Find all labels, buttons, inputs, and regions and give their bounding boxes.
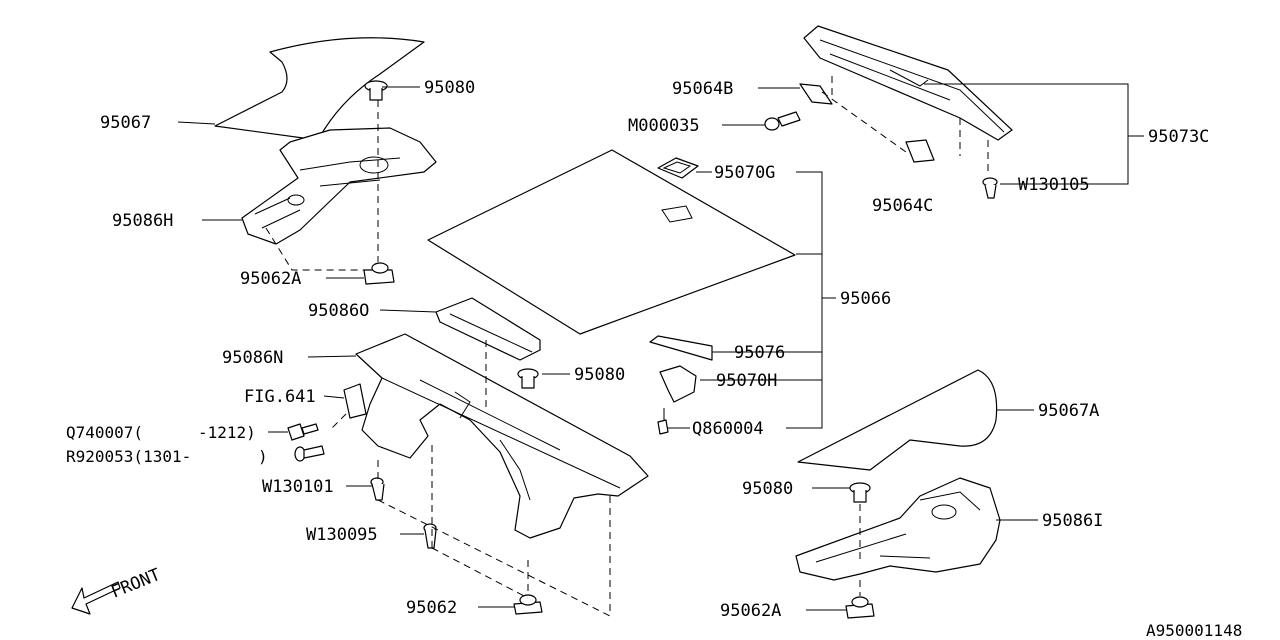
callout-95062: 95062: [406, 598, 457, 618]
part-95067A-panel: [797, 369, 998, 471]
clip-W130105: [982, 177, 998, 199]
callout-Q860004: Q860004: [692, 419, 764, 439]
callout-W130101: W130101: [262, 477, 334, 497]
part-95086N-tray: [355, 333, 649, 539]
fastener-95080-right: [849, 482, 871, 503]
part-95064C-pad: [905, 139, 935, 163]
clip-95062A-right: [845, 596, 875, 619]
callout-95067A: 95067A: [1038, 401, 1099, 421]
callout-95073C: 95073C: [1148, 127, 1209, 147]
part-95086H-cover: [241, 127, 437, 245]
diagram-code: A950001148: [1146, 621, 1242, 640]
part-95070H-holder: [659, 365, 697, 403]
part-95073C-sill: [803, 25, 1013, 141]
part-95086I-cover: [795, 477, 1001, 581]
leader-lines: [177, 83, 1144, 611]
callout-95070H: 95070H: [716, 371, 777, 391]
callout-R920053-range: ): [258, 447, 268, 466]
callout-95086H: 95086H: [112, 211, 173, 231]
bolt-M000035: [764, 111, 801, 131]
clip-95062: [513, 594, 543, 615]
fastener-95080-upper: [364, 80, 388, 101]
clip-W130101: [370, 477, 385, 501]
callout-Q740007: Q740007(: [66, 423, 143, 442]
callout-W130105: W130105: [1018, 175, 1090, 195]
part-95076-label: [649, 335, 713, 361]
callout-95070G: 95070G: [714, 163, 775, 183]
part-FIG641-bracket: [343, 383, 367, 419]
front-label: FRONT: [108, 565, 163, 603]
callout-M000035: M000035: [628, 116, 700, 136]
callout-95062A-right: 95062A: [720, 601, 781, 621]
part-95064B-pad: [799, 83, 833, 105]
callout-fig641: FIG.641: [244, 387, 316, 407]
part-95067-panel: [214, 37, 425, 141]
callout-95076: 95076: [734, 343, 785, 363]
callout-95064B: 95064B: [672, 79, 733, 99]
callout-Q740007-range: -1212): [198, 423, 256, 442]
clip-95062A-upper: [363, 262, 395, 285]
clip-W130095: [423, 523, 437, 549]
callout-95086I: 95086I: [1042, 511, 1103, 531]
callout-95067: 95067: [100, 113, 151, 133]
assembly-line-95086H: [265, 100, 379, 271]
callout-95086N: 95086N: [222, 348, 283, 368]
callout-95080-right: 95080: [742, 479, 793, 499]
part-95070G-grommet: [657, 157, 699, 179]
callout-95064C: 95064C: [872, 196, 933, 216]
part-95086O-strip: [435, 297, 541, 361]
bolt-Q740007: [287, 423, 319, 441]
part-95066-floor-board: [427, 149, 796, 335]
callout-95066: 95066: [840, 289, 891, 309]
assembly-lines-95086N: [329, 340, 611, 617]
callout-95080-center: 95080: [574, 365, 625, 385]
callout-95080-upper: 95080: [424, 78, 475, 98]
callout-95062A-upper: 95062A: [240, 269, 301, 289]
front-arrow-icon: [71, 581, 121, 615]
screw-Q860004: [657, 408, 669, 435]
callout-R920053: R920053(1301-: [66, 447, 191, 466]
assembly-lines-95073C: [821, 76, 989, 176]
callout-95086O: 95086O: [308, 301, 369, 321]
rivet-R920053: [294, 445, 325, 462]
callout-W130095: W130095: [306, 525, 378, 545]
fastener-95080-center: [517, 368, 539, 389]
